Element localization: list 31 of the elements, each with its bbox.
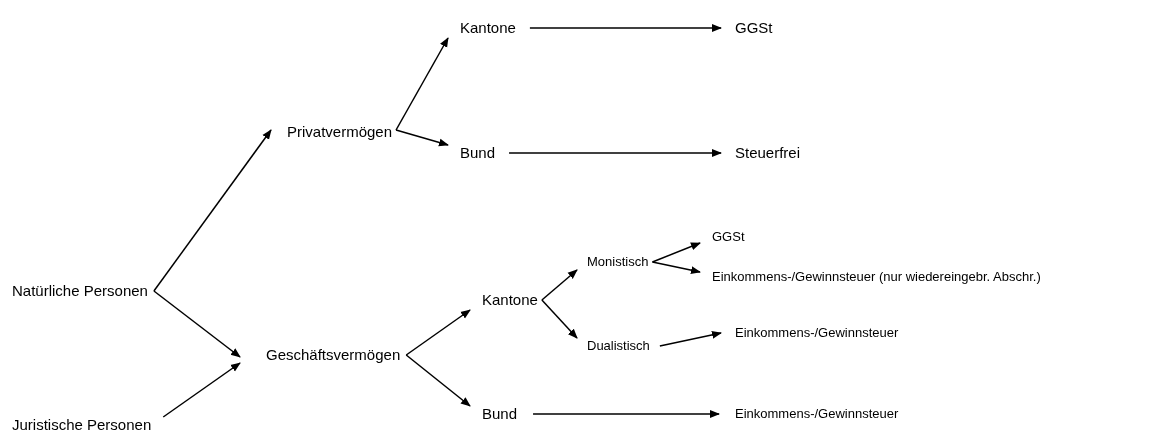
node-label: Einkommens-/Gewinnsteuer	[733, 405, 901, 423]
arrow	[541, 269, 578, 301]
arrow	[651, 261, 701, 275]
node-label: Dualistisch	[585, 337, 652, 355]
node-label: Kantone	[458, 19, 518, 37]
arrow	[532, 410, 720, 418]
arrow	[395, 37, 449, 131]
arrow	[162, 362, 241, 418]
node-label: Steuerfrei	[733, 144, 803, 162]
arrow	[508, 149, 722, 157]
node-label: Kantone	[480, 291, 540, 309]
node-label: Bund	[480, 405, 520, 423]
node-label: GGSt	[733, 19, 775, 37]
node-label: GGSt	[710, 228, 747, 246]
node-label: Monistisch	[585, 253, 651, 271]
arrow	[405, 309, 471, 356]
arrow	[529, 24, 722, 32]
node-label: Einkommens-/Gewinnsteuer (nur wiedereingebr. Abschr.)	[710, 268, 1043, 286]
arrow	[405, 354, 471, 407]
node-label: Geschäftsvermögen	[264, 346, 403, 364]
arrow	[651, 242, 701, 263]
node-label: Juristische Personen	[10, 416, 154, 434]
node-label: Privatvermögen	[285, 123, 395, 141]
arrow	[541, 299, 578, 339]
node-label: Bund	[458, 144, 498, 162]
node-label: Natürliche Personen	[10, 282, 150, 300]
arrow	[153, 129, 272, 292]
arrow	[395, 129, 449, 147]
node-label: Einkommens-/Gewinnsteuer	[733, 324, 901, 342]
arrow	[659, 330, 722, 347]
arrow	[153, 290, 241, 358]
